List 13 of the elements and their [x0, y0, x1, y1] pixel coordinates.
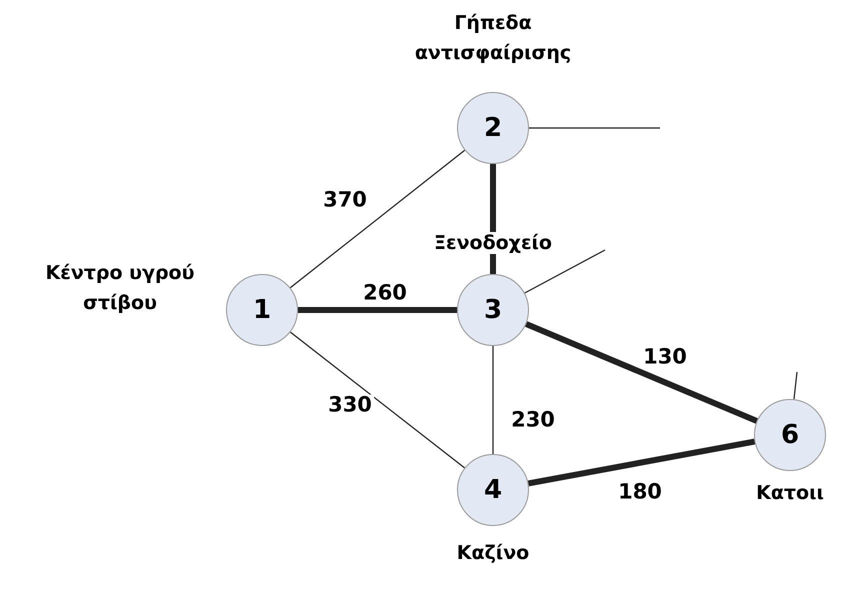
connector-line [793, 372, 798, 400]
node-caption: Καζίνο [456, 541, 530, 566]
connector-line [525, 321, 758, 424]
node-caption: Ξενοδοχείο [433, 231, 553, 256]
connector-line [529, 127, 660, 129]
connector-line [290, 332, 465, 468]
connector-line [290, 150, 466, 288]
node-caption: Γήπεδα αντισφαίρισης [414, 11, 572, 66]
connector-line [528, 438, 756, 486]
connector-line [492, 346, 494, 454]
connector-line [524, 249, 606, 294]
node-caption: Κέντρο υγρού στίβου [44, 261, 196, 316]
connector-line [298, 307, 457, 313]
